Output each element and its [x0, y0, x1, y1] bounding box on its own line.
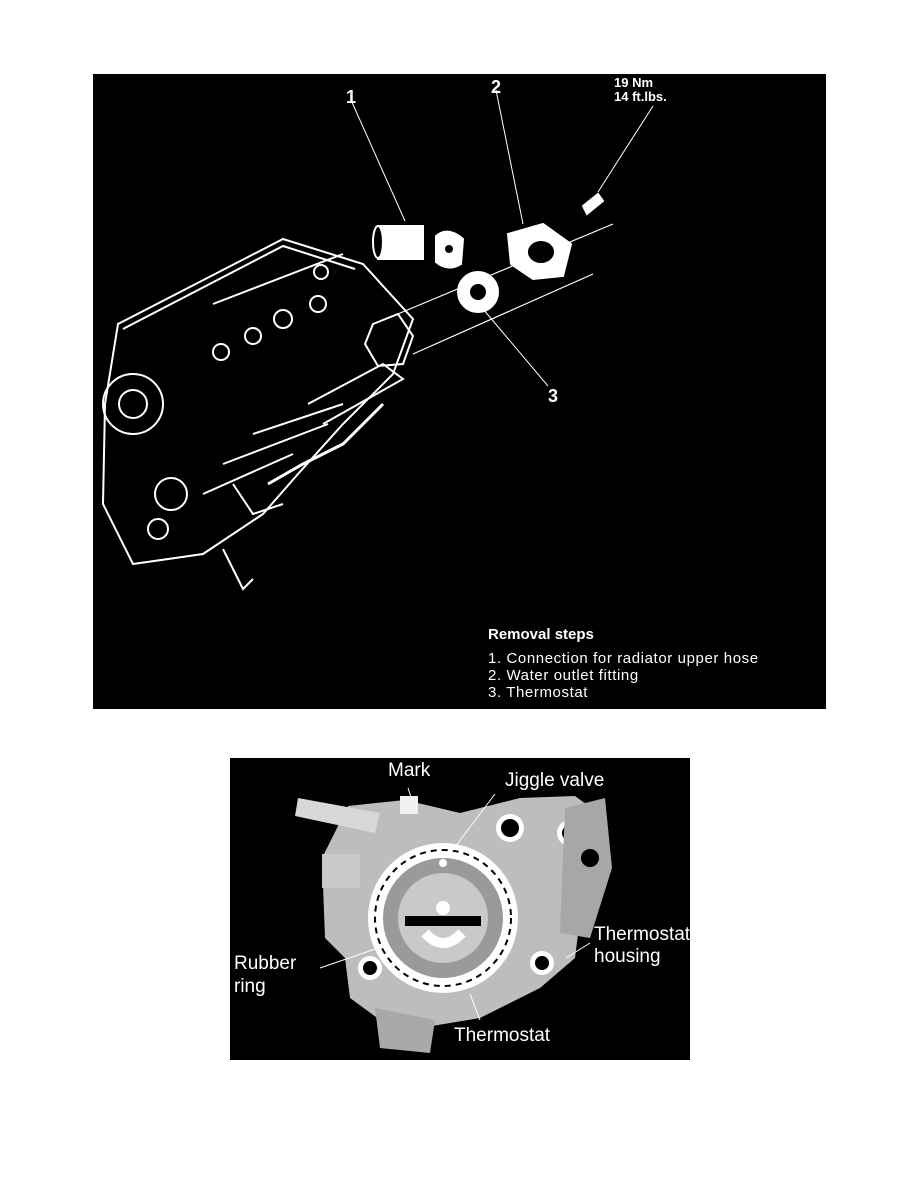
removal-step-3: 3. Thermostat	[488, 684, 589, 701]
callout-2: 2	[491, 77, 502, 97]
label-thermostat-housing-line2: housing	[594, 946, 661, 967]
callout-1: 1	[346, 87, 357, 107]
torque-spec: 19 Nm 14 ft.lbs.	[614, 76, 667, 104]
label-mark: Mark	[388, 760, 431, 781]
removal-step-1: 1. Connection for radiator upper hose	[488, 650, 759, 667]
label-thermostat: Thermostat	[454, 1025, 551, 1046]
torque-nm: 19 Nm	[614, 75, 654, 90]
label-ring: ring	[234, 976, 266, 997]
label-jiggle-valve: Jiggle valve	[505, 770, 605, 791]
thermostat-installation-diagram: Mark Jiggle valve Rubber ring Thermostat…	[230, 758, 690, 1060]
engine-exploded-diagram: 1 2 3 19 Nm 14 ft.lbs. Removal steps 1. …	[93, 74, 826, 709]
engine-illustration	[101, 89, 654, 591]
label-thermostat-housing-line1: Thermostat	[594, 924, 690, 945]
removal-step-2: 2. Water outlet fitting	[488, 667, 639, 684]
torque-ftlbs: 14 ft.lbs.	[614, 89, 667, 104]
thermostat-housing-illustration	[295, 787, 612, 1053]
callout-3: 3	[548, 386, 559, 406]
label-rubber: Rubber	[234, 953, 297, 974]
removal-steps: Removal steps 1. Connection for radiator…	[488, 626, 759, 701]
removal-steps-title: Removal steps	[488, 626, 594, 643]
